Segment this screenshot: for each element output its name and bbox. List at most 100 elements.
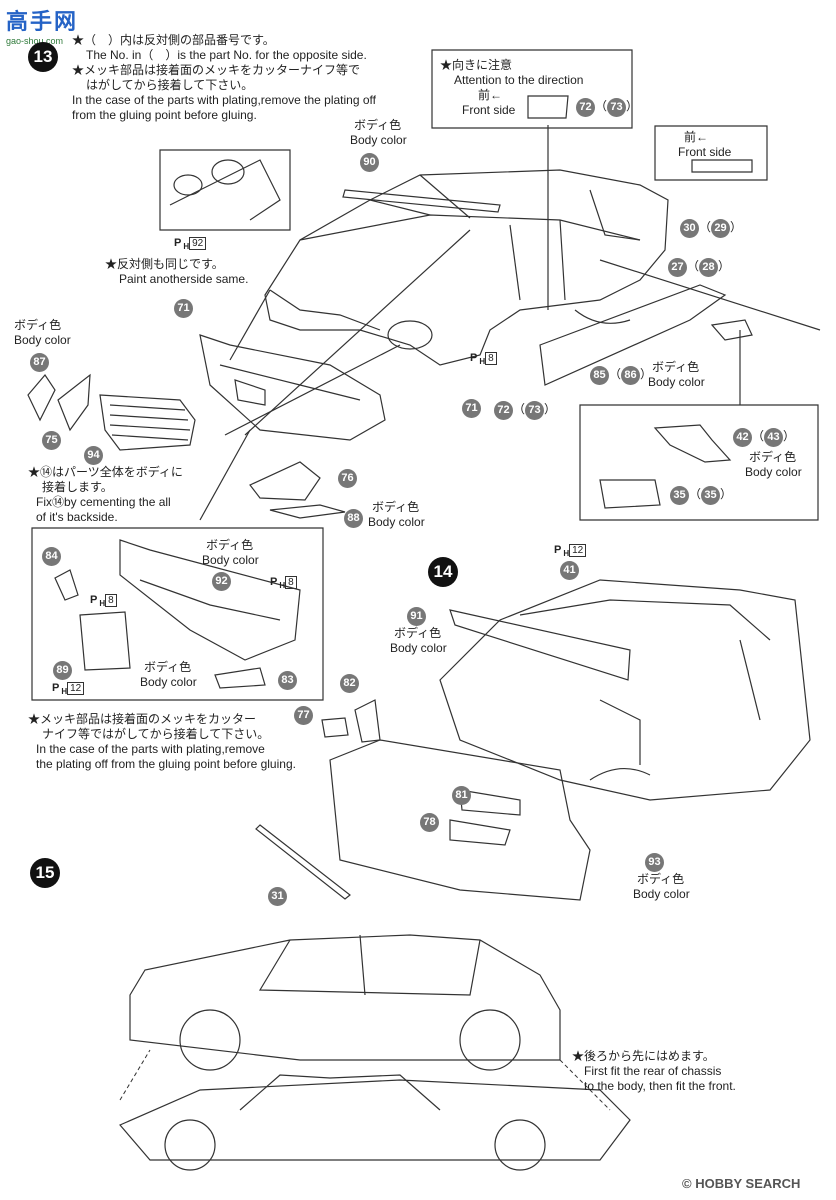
body-color-en: Body color xyxy=(350,133,407,147)
part-85-86: 85（86） xyxy=(590,366,652,385)
part-29: 29 xyxy=(711,219,731,238)
note-en-3: from the gluing point before gluing. xyxy=(72,108,257,122)
part-92: 92 xyxy=(212,571,231,591)
cement-jp-2: 接着します。 xyxy=(42,480,113,494)
front-label-jp: 前← xyxy=(478,88,503,102)
body-color-90: ボディ色 Body color xyxy=(350,118,407,148)
part-91: 91 xyxy=(407,606,426,626)
part-31: 31 xyxy=(268,886,287,906)
step-15-fit-note: ★後ろから先にはめます。 First fit the rear of chass… xyxy=(572,1049,736,1094)
part-71-side: 71 xyxy=(462,398,481,418)
part-77: 77 xyxy=(294,705,313,725)
direction-note-jp: ★向きに注意 xyxy=(440,58,513,72)
body-color-93: ボディ色 Body color xyxy=(633,872,690,901)
part-75: 75 xyxy=(42,430,61,450)
plating-en-1: In the case of the parts with plating,re… xyxy=(36,742,265,756)
part-86: 86 xyxy=(621,366,641,385)
body-color-42: ボディ色 Body color xyxy=(745,450,802,479)
part-81: 81 xyxy=(452,785,471,805)
body-color-91: ボディ色 Body color xyxy=(390,626,447,655)
body-color-89: ボディ色 Body color xyxy=(140,660,197,689)
copyright-mark: © xyxy=(682,1176,692,1191)
body-color-85: ボディ色 Body color xyxy=(648,360,705,389)
part-27: 27 xyxy=(668,258,687,277)
part-93: 93 xyxy=(645,852,664,872)
front-label-en-2: Front side xyxy=(678,145,732,159)
fit-jp: ★後ろから先にはめます。 xyxy=(572,1049,715,1063)
note-jp-3: はがしてから接着して下さい。 xyxy=(86,78,254,92)
part-87: 87 xyxy=(30,352,49,372)
note-jp-2: ★メッキ部品は接着面のメッキをカッターナイフ等で xyxy=(72,63,361,77)
step-13-notes: ★（ ）内は反対側の部品番号です。 The No. in（ ）is the pa… xyxy=(72,33,376,123)
body-color-92: ボディ色 Body color xyxy=(202,538,259,567)
part-78: 78 xyxy=(420,812,439,832)
plating-jp-1: ★メッキ部品は接着面のメッキをカッター xyxy=(28,712,257,726)
ph-92-number: 92 xyxy=(189,237,207,250)
watermark-logo-text: 高手网 xyxy=(6,9,79,34)
part-90: 90 xyxy=(360,152,379,172)
direction-note-en: Attention to the direction xyxy=(454,73,584,87)
part-30: 30 xyxy=(680,219,699,238)
part-72-side: 72 xyxy=(494,401,513,420)
paint-same-note: ★反対側も同じです。 Paint anotherside same. xyxy=(105,257,248,287)
part-35-opp: 35 xyxy=(701,486,721,505)
cement-note: ★⑭はパーツ全体をボディに 接着します。 Fix⑭by cementing th… xyxy=(28,465,183,525)
fit-en-2: to the body, then fit the front. xyxy=(584,1079,736,1093)
front-label-jp-2: 前← xyxy=(684,130,709,144)
part-73-side: 73 xyxy=(525,401,545,420)
fit-en-1: First fit the rear of chassis xyxy=(584,1064,722,1078)
body-color-jp: ボディ色 xyxy=(354,118,402,132)
plating-en-2: the plating off from the gluing point be… xyxy=(36,757,296,771)
part-35: 35 xyxy=(670,486,689,505)
part-94: 94 xyxy=(84,445,103,465)
body-color-88: ボディ色 Body color xyxy=(368,500,425,529)
direction-box-2: 前← Front side xyxy=(678,130,731,160)
paint-same-jp: ★反対側も同じです。 xyxy=(105,257,224,271)
note-jp-1: ★（ ）内は反対側の部品番号です。 xyxy=(72,33,275,47)
part-82: 82 xyxy=(340,673,359,693)
part-85: 85 xyxy=(590,366,609,385)
cement-jp-1: ★⑭はパーツ全体をボディに xyxy=(28,465,183,479)
part-84: 84 xyxy=(42,546,61,566)
cement-en-1: Fix⑭by cementing the all xyxy=(36,495,171,509)
note-en-1: The No. in（ ）is the part No. for the opp… xyxy=(86,48,367,62)
cement-en-2: of it's backside. xyxy=(36,510,118,524)
part-71-front: 71 xyxy=(174,298,193,318)
part-73-badge: 73 xyxy=(607,98,627,117)
footer-watermark: © HOBBY SEARCH xyxy=(682,1176,800,1191)
part-42: 42 xyxy=(733,428,752,447)
part-35-35: 35（35） xyxy=(670,486,732,505)
step-15-number: 15 xyxy=(30,858,60,888)
part-41: 41 xyxy=(560,560,579,580)
watermark-logo: 高手网 gao-shou.com xyxy=(6,4,78,46)
body-color-87: ボディ色 Body color xyxy=(14,318,71,347)
note-en-2: In the case of the parts with plating,re… xyxy=(72,93,376,107)
part-72-badge: 72 xyxy=(576,98,595,117)
part-28: 28 xyxy=(699,258,719,277)
part-27-28: 27（28） xyxy=(668,258,730,277)
part-42-43: 42（43） xyxy=(733,428,795,447)
part-30-29: 30（29） xyxy=(680,219,742,238)
hobby-search-brand: HOBBY SEARCH xyxy=(695,1176,801,1191)
watermark-logo-url: gao-shou.com xyxy=(6,36,64,46)
step-14-plating-note: ★メッキ部品は接着面のメッキをカッター ナイフ等ではがしてから接着して下さい。 … xyxy=(28,712,296,772)
direction-part-72: 72（73） xyxy=(576,98,638,117)
step-14-number: 14 xyxy=(428,557,458,587)
part-89: 89 xyxy=(53,660,72,680)
plating-jp-2: ナイフ等ではがしてから接着して下さい。 xyxy=(42,727,270,741)
step-13-number: 13 xyxy=(28,42,58,72)
front-label-en: Front side xyxy=(462,103,516,117)
part-76: 76 xyxy=(338,468,357,488)
part-88: 88 xyxy=(344,508,363,528)
direction-box: ★向きに注意 Attention to the direction 前← Fro… xyxy=(440,58,583,118)
paint-same-en: Paint anotherside same. xyxy=(119,272,249,286)
part-72-73-side: 72（73） xyxy=(494,401,556,420)
part-83: 83 xyxy=(278,670,297,690)
